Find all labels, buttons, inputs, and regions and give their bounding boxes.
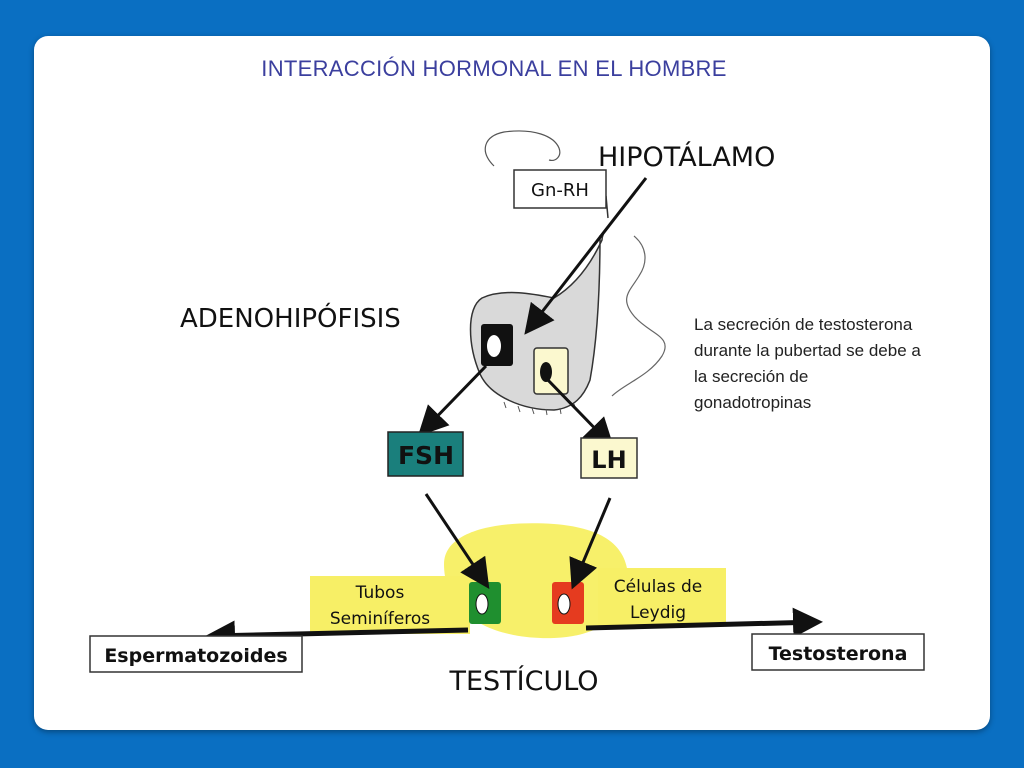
fsh-label: FSH <box>398 441 454 470</box>
hipotalamo-label: HIPOTÁLAMO <box>598 141 775 173</box>
espermatozoides-box <box>89 635 303 673</box>
arrow-hipotalamo-to-hipofisis <box>524 177 648 335</box>
lh-label: LH <box>591 446 626 474</box>
tubos-label-line2: Seminíferos <box>330 609 430 629</box>
brain-contour-top <box>484 130 561 167</box>
leydig-label-band <box>598 568 726 626</box>
tubos-label-band <box>310 576 470 634</box>
gnrh-label: Gn-RH <box>531 180 589 201</box>
fsh-cell-nucleus <box>487 335 501 357</box>
leydig-label-line2: Leydig <box>630 603 686 623</box>
arrow-to-lh <box>544 376 615 449</box>
adenohipofisis-label: ADENOHIPÓFISIS <box>180 302 401 334</box>
testiculo-label: TESTÍCULO <box>448 665 598 697</box>
leydig-cell-nucleus <box>557 593 571 615</box>
hormone-diagram: Gn-RH HIPOTÁLAMO ADENOHIPÓFISIS FSH LH T… <box>89 130 925 697</box>
seminiferous-cell-nucleus <box>475 593 489 615</box>
arrow-lh-to-leydig <box>569 497 612 590</box>
tubos-label-line1: Tubos <box>355 583 405 603</box>
arrow-fsh-to-tubos <box>424 493 490 589</box>
slide-title: INTERACCIÓN HORMONAL EN EL HOMBRE <box>261 56 727 81</box>
gnrh-box <box>513 169 607 209</box>
pituitary-base-hatching <box>503 401 577 416</box>
testosterona-box <box>751 633 925 671</box>
espermatozoides-label: Espermatozoides <box>104 645 287 667</box>
slide: INTERACCIÓN HORMONAL EN EL HOMBRE Gn-RH … <box>34 36 990 730</box>
testosterona-label: Testosterona <box>769 643 908 665</box>
arrow-to-testosterona <box>585 607 823 638</box>
arrow-to-espermatozoides <box>205 620 469 651</box>
lh-cell-nucleus <box>540 362 552 382</box>
arrow-to-fsh <box>417 364 488 437</box>
fsh-box <box>387 431 464 477</box>
leydig-label-line1: Células de <box>614 577 702 597</box>
pubertad-note: La secreción de testosterona durante la … <box>694 315 921 412</box>
lh-box <box>580 437 638 479</box>
brain-contour-side <box>611 235 666 397</box>
